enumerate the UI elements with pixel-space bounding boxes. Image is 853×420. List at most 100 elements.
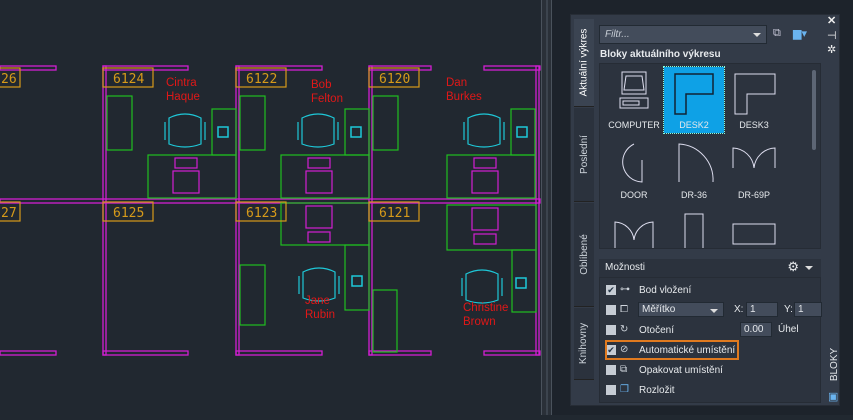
desk xyxy=(446,204,537,251)
checkbox[interactable]: ✔ xyxy=(606,285,616,295)
chair xyxy=(164,113,206,148)
side-return xyxy=(511,249,537,313)
tab-favorites[interactable]: Oblíbené xyxy=(574,203,594,307)
close-icon[interactable]: ✕ xyxy=(827,15,837,27)
tab-current-drawing[interactable]: Aktuální výkres xyxy=(574,19,594,107)
checkbox[interactable] xyxy=(606,305,616,315)
option-auto-placement[interactable]: ✔⊘Automatické umístění xyxy=(605,340,739,360)
phone-icon xyxy=(350,126,362,138)
drawing-canvas[interactable]: 26 6124 6122 6120 27 6125 6123 6121 Cint… xyxy=(0,0,541,415)
y-label: Y: xyxy=(784,304,793,315)
monitor xyxy=(305,170,333,194)
chevron-down-icon[interactable] xyxy=(753,33,761,37)
checkbox[interactable] xyxy=(606,365,616,375)
splitter[interactable] xyxy=(541,0,552,415)
scale-dropdown[interactable]: Měřítko xyxy=(638,302,724,317)
palette-titlebar[interactable]: ✕ ⊣ ✲ xyxy=(822,14,840,406)
checkbox[interactable] xyxy=(606,385,616,395)
gear-icon[interactable]: ⚙ xyxy=(787,259,799,274)
occupant-name: Felton xyxy=(311,93,343,105)
checkbox[interactable] xyxy=(606,325,616,335)
storage-cabinet xyxy=(106,95,133,151)
options-header[interactable]: Možnosti ⚙ xyxy=(599,259,821,277)
block-label: COMPUTER xyxy=(608,120,660,130)
options-title: Možnosti xyxy=(605,262,646,273)
panel-thumb-icon xyxy=(684,213,704,248)
keyboard xyxy=(473,157,497,169)
section-title: Bloky aktuálního výkresu xyxy=(600,49,721,60)
option-label: Automatické umístění xyxy=(639,344,736,356)
block-table[interactable] xyxy=(724,207,784,248)
computer-thumb-icon xyxy=(619,71,649,109)
desk3-thumb-icon xyxy=(734,73,776,115)
option-scale[interactable]: ⧠ xyxy=(606,302,639,318)
side-return xyxy=(344,244,370,311)
chevron-down-icon[interactable] xyxy=(805,266,813,270)
block-door[interactable]: DOOR xyxy=(604,137,664,203)
rotation-input[interactable]: 0.00 xyxy=(740,322,772,337)
block-computer[interactable]: COMPUTER xyxy=(604,67,664,133)
options-panel: ✔⊶Bod vložení ⧠ Měřítko X: 1 Y: 1 ↻Otoče… xyxy=(599,277,822,403)
blocks-palette-icon: ▣ xyxy=(828,391,839,403)
storage-cabinet xyxy=(372,95,399,151)
blocks-palette: Aktuální výkres Poslední Oblíbené Knihov… xyxy=(570,14,840,406)
block-label: DESK3 xyxy=(739,120,769,130)
gallery-scrollbar[interactable] xyxy=(812,70,816,150)
option-label: Opakovat umístění xyxy=(639,364,723,376)
dr36-thumb-icon xyxy=(678,143,714,183)
scale-label: Měřítko xyxy=(642,304,676,315)
angle-label: Úhel xyxy=(778,324,799,335)
block-dr69p[interactable]: DR-69P xyxy=(724,137,784,203)
desk xyxy=(280,202,370,246)
option-insertion-point[interactable]: ✔⊶Bod vložení xyxy=(606,282,691,298)
browse-blocks-icon[interactable]: ⧉ xyxy=(773,27,781,39)
monitor xyxy=(471,170,499,194)
tab-label: Poslední xyxy=(578,135,590,174)
highlight-box xyxy=(605,340,739,360)
desk2-thumb-icon xyxy=(674,73,714,115)
pin-icon[interactable]: ⊣ xyxy=(827,30,837,42)
tab-label: Knihovny xyxy=(578,322,590,365)
chair xyxy=(297,113,339,148)
block-desk3[interactable]: DESK3 xyxy=(724,67,784,133)
keyboard xyxy=(307,157,331,169)
filter-input[interactable]: Filtr... xyxy=(599,25,767,44)
checkbox[interactable]: ✔ xyxy=(606,345,616,355)
option-label: Bod vložení xyxy=(639,284,692,296)
filter-placeholder: Filtr... xyxy=(605,29,630,40)
monitor xyxy=(305,205,333,229)
chair xyxy=(463,113,505,148)
scale-x-input[interactable]: 1 xyxy=(746,302,778,317)
block-label: DR-69P xyxy=(737,190,770,200)
block-panel[interactable] xyxy=(664,207,724,248)
gear-icon[interactable]: ✲ xyxy=(827,44,837,56)
side-return xyxy=(344,108,370,156)
view-thumbnails-icon[interactable]: ▆▾ xyxy=(793,28,807,40)
occupant-name: Rubin xyxy=(305,309,335,321)
option-label: Rozložit xyxy=(639,384,675,396)
option-rotation[interactable]: ↻Otočení xyxy=(606,322,674,338)
door-thumb-icon xyxy=(622,143,643,183)
scale-y-input[interactable]: 1 xyxy=(794,302,822,317)
occupant-name: Bob xyxy=(311,79,331,91)
phone-icon xyxy=(351,275,363,287)
monitor xyxy=(172,170,200,194)
scale-icon: ⧠ xyxy=(620,304,628,315)
block-desk2[interactable]: DESK2 xyxy=(663,66,725,134)
room-label: 6121 xyxy=(379,206,410,221)
room-label: 26 xyxy=(1,72,17,87)
desk xyxy=(280,154,370,199)
option-repeat-placement[interactable]: ⧉Opakovat umístění xyxy=(606,362,723,378)
option-explode[interactable]: ❒ Rozložit xyxy=(606,382,675,398)
table-thumb-icon xyxy=(732,223,776,245)
block-dr36[interactable]: DR-36 xyxy=(664,137,724,203)
tab-recent[interactable]: Poslední xyxy=(574,108,594,202)
room-label: 6122 xyxy=(246,72,277,87)
chair xyxy=(461,269,503,304)
chair xyxy=(298,267,340,302)
tab-libraries[interactable]: Knihovny xyxy=(574,308,594,380)
occupant-name: Jane xyxy=(305,295,330,307)
block-double-door[interactable] xyxy=(604,207,664,248)
explode-icon: ❒ xyxy=(620,384,629,395)
monitor xyxy=(471,207,499,231)
